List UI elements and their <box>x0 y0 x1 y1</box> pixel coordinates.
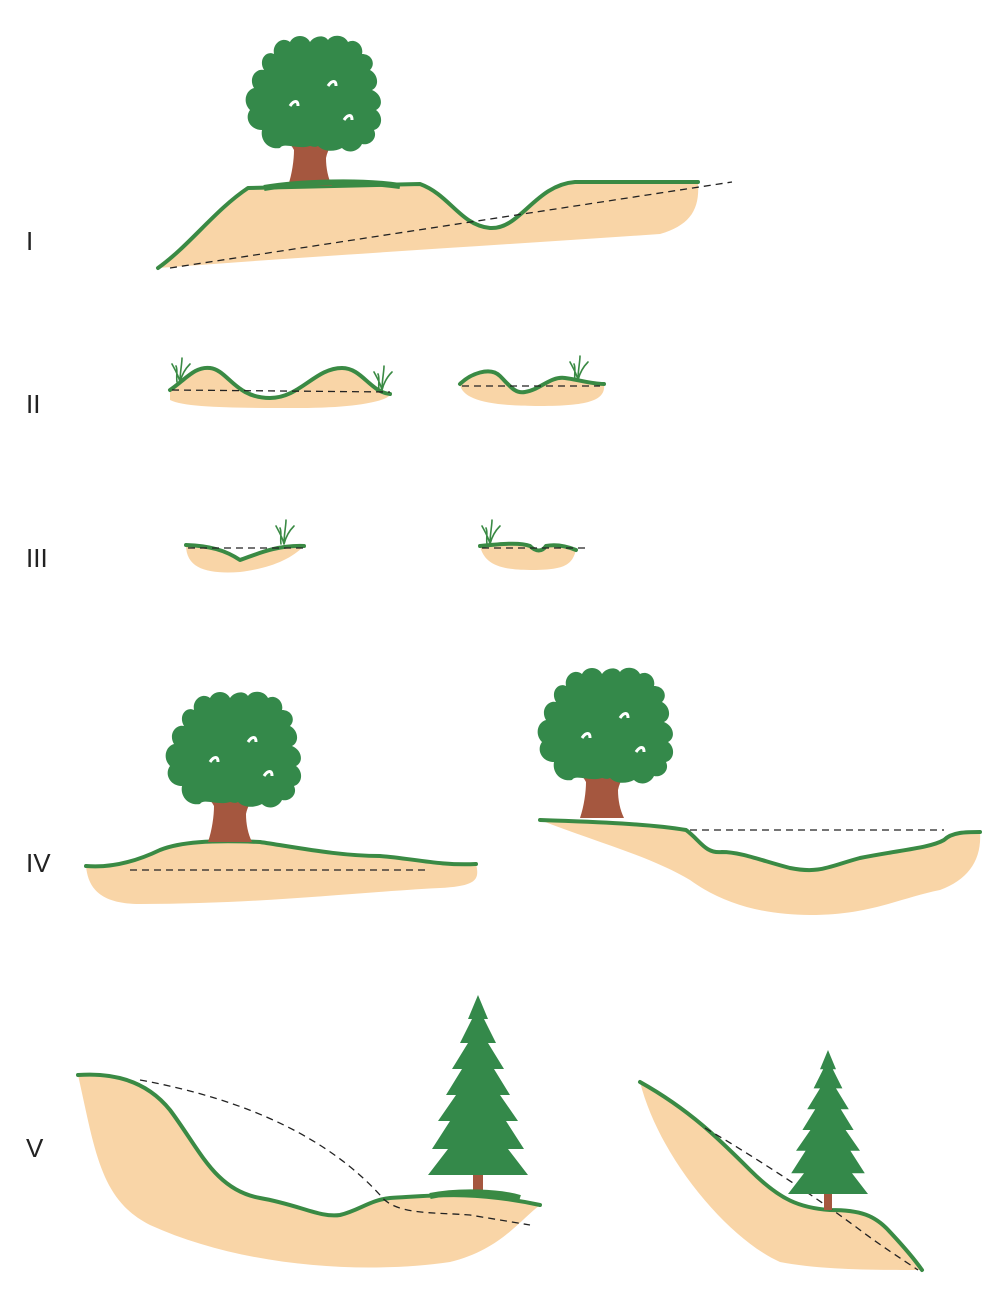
stage-ii-profile-right <box>458 355 606 406</box>
grass-tuft-icon <box>275 519 295 545</box>
conifer-tree-icon <box>428 995 528 1195</box>
deciduous-tree-icon <box>164 690 303 844</box>
stage-v-profile-left <box>76 995 542 1268</box>
stage-i-profile <box>156 34 733 270</box>
stage-iii-profile-left <box>184 519 306 573</box>
stage-ii-profile-left <box>168 357 393 408</box>
row-label-iii: III <box>26 543 48 573</box>
stage-iv-profile-right <box>536 666 982 915</box>
stage-v-profile-right <box>638 1050 924 1272</box>
row-label-iv: IV <box>26 848 51 878</box>
grass-tuft-icon <box>481 519 501 545</box>
conifer-tree-icon <box>788 1050 868 1210</box>
grass-tuft-icon <box>373 365 393 391</box>
stage-iii-profile-right <box>478 519 590 570</box>
stage-iv-profile-left <box>84 690 478 904</box>
row-label-ii: II <box>26 389 40 419</box>
deciduous-tree-icon <box>244 34 383 188</box>
row-label-v: V <box>26 1133 44 1163</box>
row-label-i: I <box>26 226 33 256</box>
deciduous-tree-icon <box>536 666 675 820</box>
grass-tuft-icon <box>569 355 589 381</box>
